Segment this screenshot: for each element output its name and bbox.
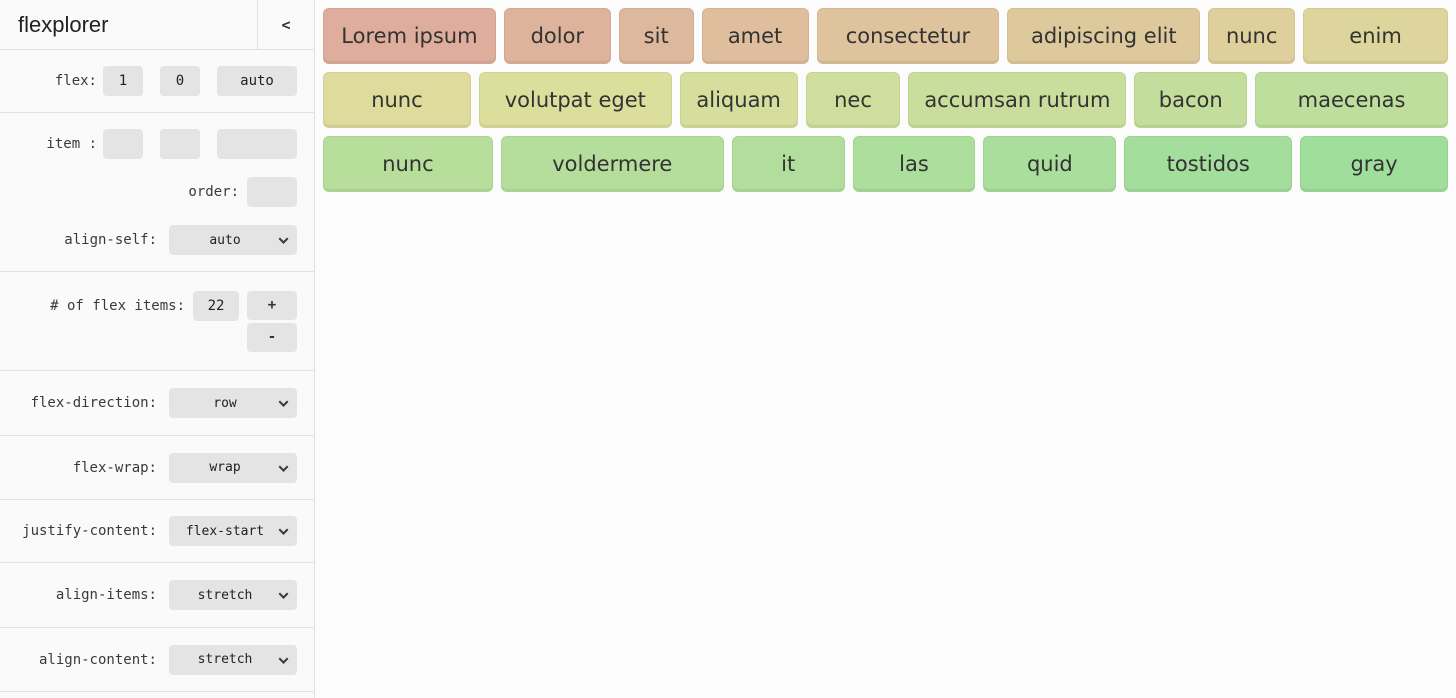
flex-item: bacon [1134, 72, 1248, 128]
sidebar: flexplorer < flex: item : order: [0, 0, 315, 698]
flex-item: nunc [323, 136, 493, 192]
chevron-down-icon [278, 461, 289, 472]
chevron-down-icon [278, 589, 289, 599]
flex-item: dolor [503, 8, 611, 64]
chevron-down-icon [278, 653, 289, 664]
flex-item: consectetur [816, 8, 1000, 64]
order-input[interactable] [247, 177, 297, 207]
flex-wrap-section: flex-wrap: wrap [0, 436, 314, 500]
item-count-label: # of flex items: [50, 297, 185, 314]
flex-basis-input[interactable] [217, 66, 297, 96]
flex-item: nunc [1208, 8, 1296, 64]
flex-item: las [852, 136, 976, 192]
item-count-steppers: + - [247, 290, 297, 352]
flex-item: aliquam [679, 72, 798, 128]
flex-item: nec [805, 72, 901, 128]
chevron-down-icon [278, 234, 289, 244]
flex-item: gray [1300, 136, 1449, 192]
flex-direction-select[interactable]: row [169, 388, 297, 418]
item-count-section: # of flex items: + - [0, 272, 314, 371]
flex-wrap-select[interactable]: wrap [169, 452, 297, 483]
align-self-label: align-self: [64, 232, 157, 248]
justify-content-select[interactable]: flex-start [169, 516, 297, 546]
flex-item: enim [1303, 8, 1448, 64]
align-content-section: align-content: stretch [0, 628, 314, 692]
justify-content-value: flex-start [185, 523, 265, 539]
flex-wrap-label: flex-wrap: [72, 459, 157, 476]
flex-label: flex: [54, 73, 97, 89]
collapse-sidebar-button[interactable]: < [257, 0, 314, 49]
justify-content-section: justify-content: flex-start [0, 500, 314, 563]
flex-item: adipiscing elit [1007, 8, 1201, 64]
item-count-input[interactable] [193, 290, 239, 321]
flex-item: tostidos [1124, 136, 1293, 192]
flex-item: volutpat eget [478, 72, 672, 128]
flex-item: accumsan rutrum [908, 72, 1127, 128]
chevron-left-icon: < [281, 15, 291, 34]
item-shrink-input[interactable] [160, 129, 200, 159]
flex-item: amet [701, 8, 809, 64]
chevron-down-icon [278, 397, 289, 407]
flex-direction-label: flex-direction: [30, 395, 157, 411]
sidebar-header: flexplorer < [0, 0, 314, 50]
flex-direction-value: row [213, 395, 237, 411]
flex-item: quid [983, 136, 1117, 192]
flex-shorthand-section: flex: [0, 50, 314, 113]
flex-item: maecenas [1255, 72, 1449, 128]
order-label: order: [188, 184, 239, 200]
item-grow-input[interactable] [103, 129, 143, 159]
add-item-button[interactable]: + [247, 290, 297, 320]
flex-item: it [731, 136, 845, 192]
flex-wrap-value: wrap [209, 460, 241, 475]
item-label: item : [46, 136, 97, 152]
align-self-select[interactable]: auto [169, 225, 297, 255]
align-content-value: stretch [197, 652, 253, 667]
align-content-label: align-content: [38, 651, 157, 668]
flex-shrink-input[interactable] [160, 66, 200, 96]
flex-item: nunc [323, 72, 471, 128]
align-items-section: align-items: stretch [0, 563, 314, 628]
align-items-label: align-items: [55, 587, 157, 603]
flex-item: Lorem ipsum [323, 8, 496, 64]
flex-item: voldermere [500, 136, 724, 192]
remove-item-button[interactable]: - [247, 322, 297, 352]
item-basis-input[interactable] [217, 129, 297, 159]
selected-item-section: item : order: align-self: auto [0, 113, 314, 272]
align-self-value: auto [209, 232, 241, 248]
justify-content-label: justify-content: [22, 523, 157, 539]
align-content-select[interactable]: stretch [169, 644, 297, 675]
page-title: flexplorer [18, 11, 109, 37]
flex-item: sit [618, 8, 694, 64]
align-items-select[interactable]: stretch [169, 580, 297, 610]
align-items-value: stretch [197, 587, 253, 603]
flex-direction-section: flex-direction: row [0, 371, 314, 436]
flex-grow-input[interactable] [103, 66, 143, 96]
